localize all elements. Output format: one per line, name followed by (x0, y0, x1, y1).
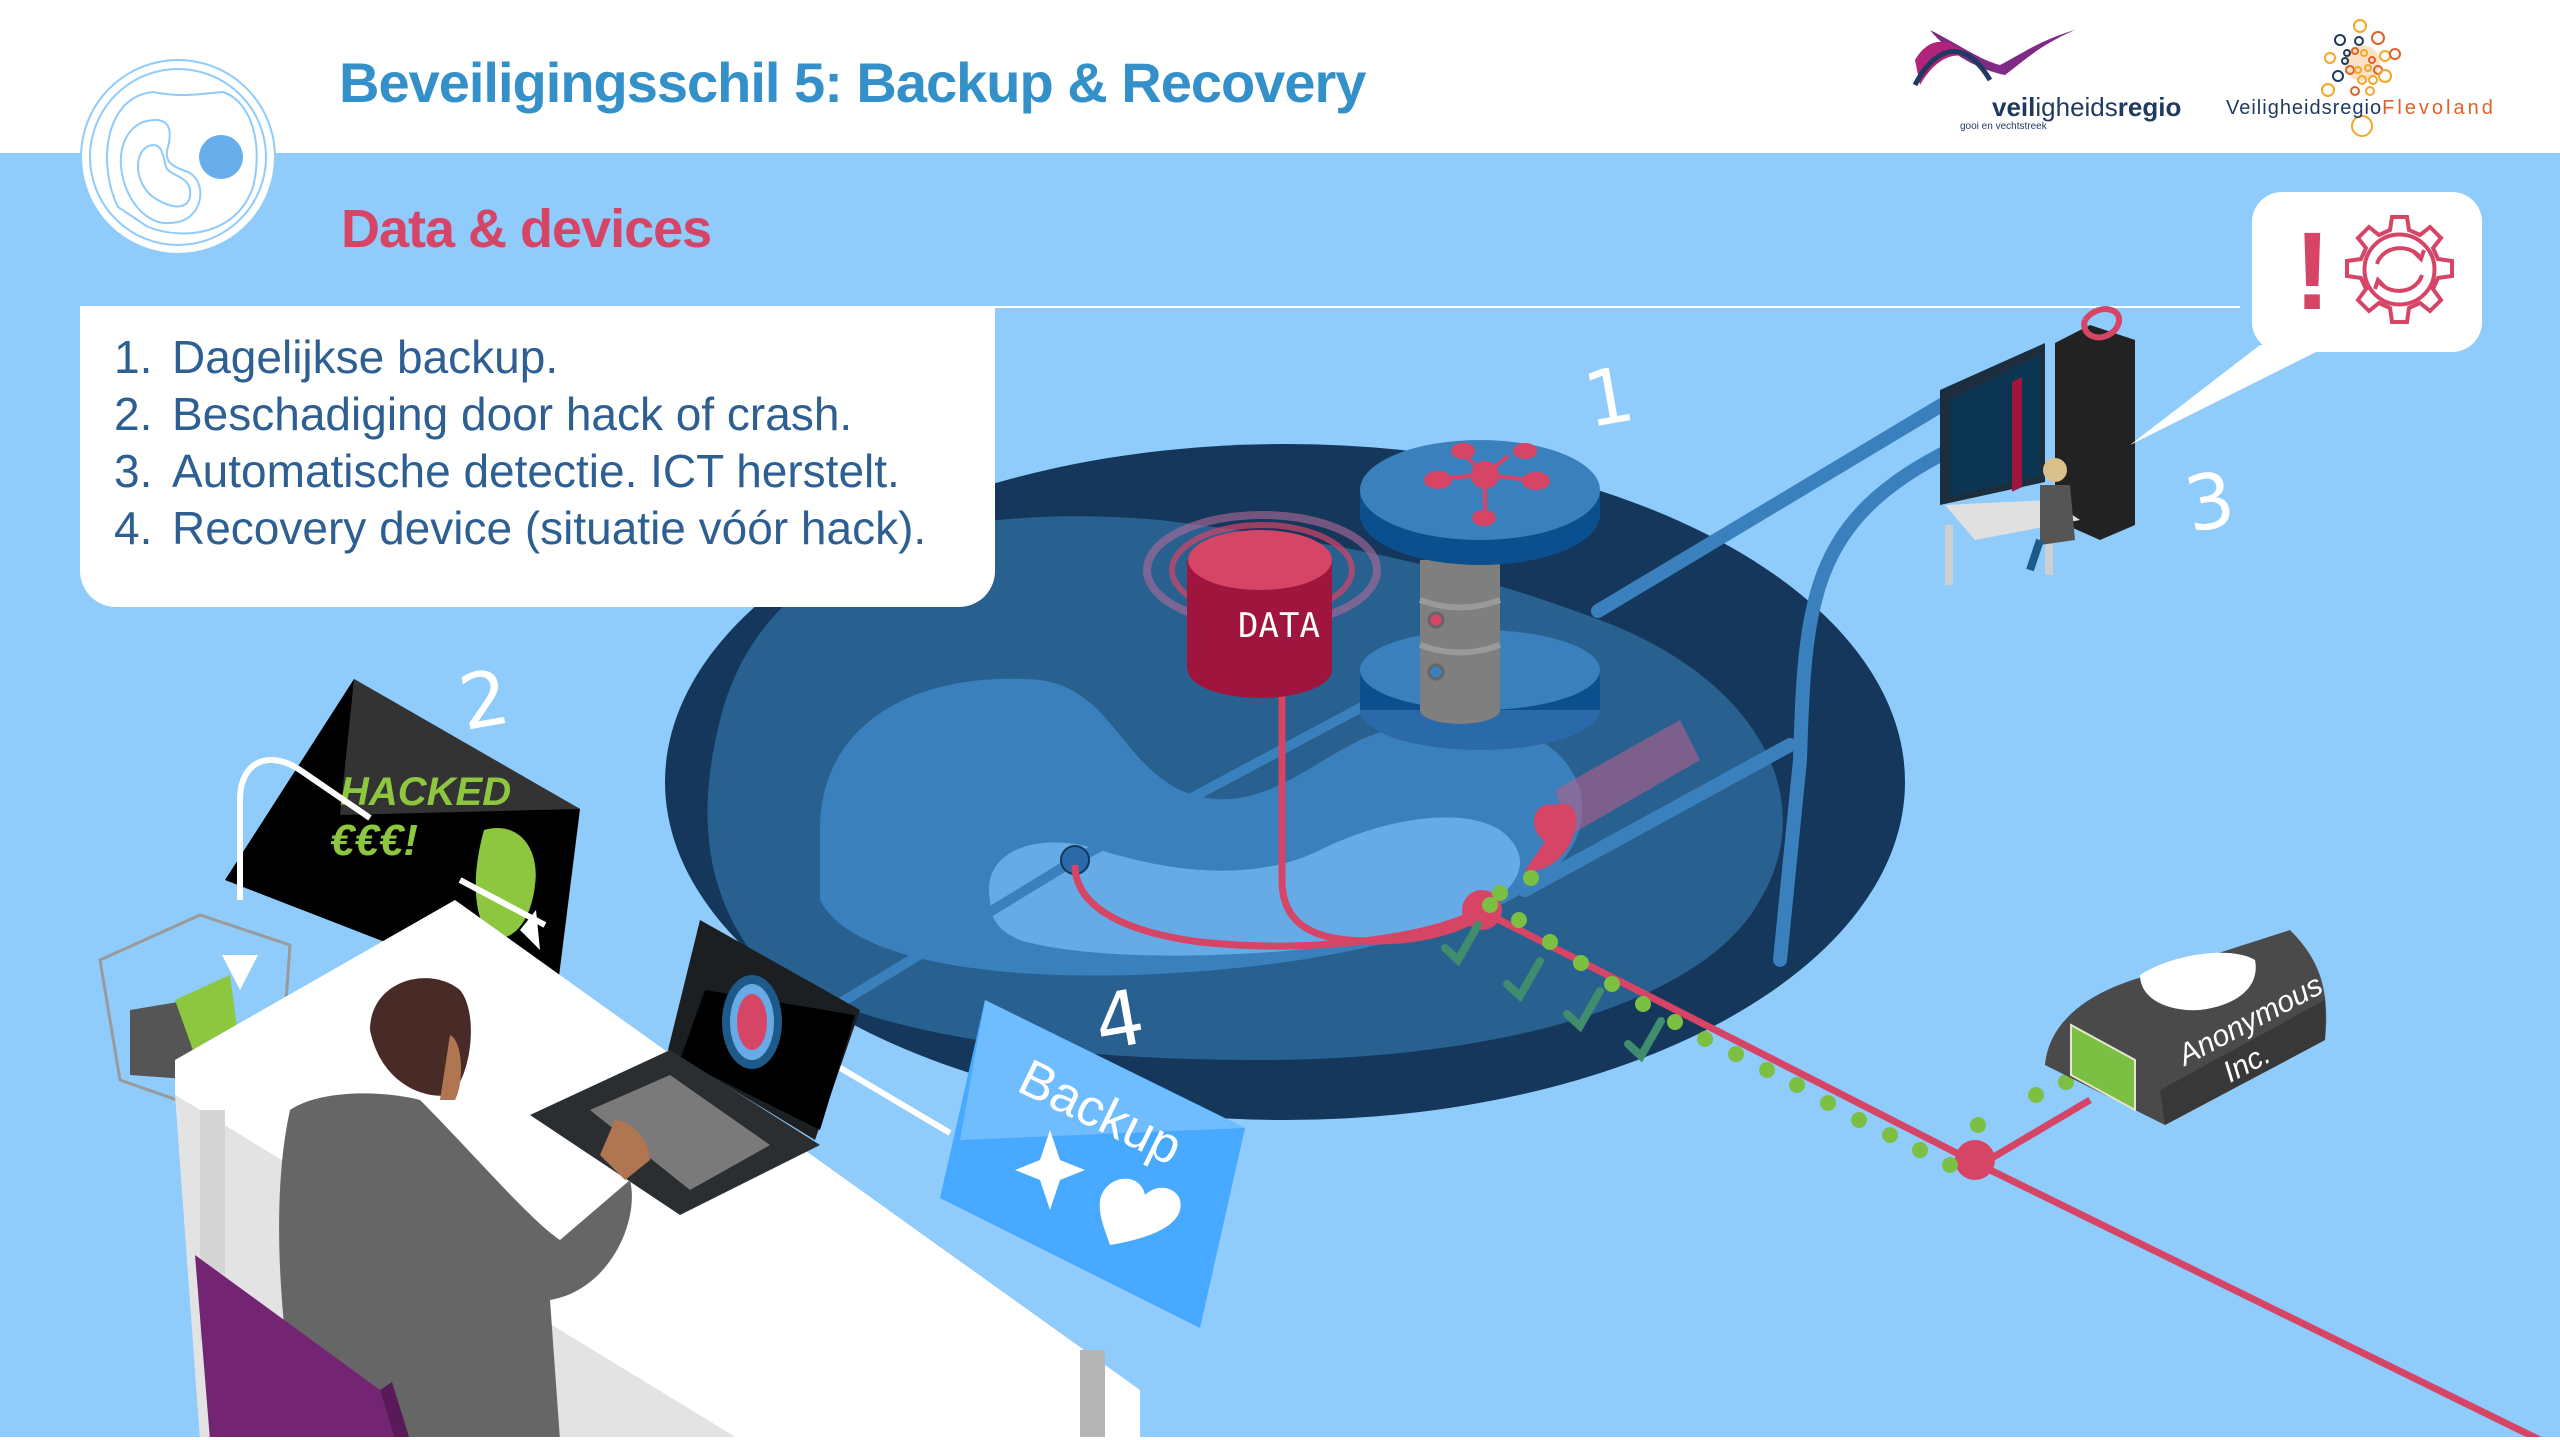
ransom-label: €€€! (330, 816, 418, 865)
step-marker-3: 3 (2178, 454, 2241, 550)
section-divider (80, 306, 2240, 308)
check-icon (1441, 921, 1482, 967)
heart-icon (1099, 1178, 1181, 1245)
steps-list-panel: 1.Dagelijkse backup. 2.Beschadiging door… (80, 307, 995, 607)
veiligheidsregio-gooi-logo-icon (1912, 30, 2075, 87)
person-at-desk-icon (279, 978, 650, 1440)
junction-node-icon (1955, 1140, 1995, 1180)
backup-card-icon (940, 1000, 1245, 1328)
step-item: 3.Automatische detectie. ICT herstelt. (114, 445, 900, 497)
footer-line (0, 1437, 2560, 1440)
page-title: Beveiligingsschil 5: Backup & Recovery (339, 51, 1366, 114)
alert-exclamation-icon: ! (2294, 210, 2331, 333)
pacman-malware-icon (1525, 720, 1700, 871)
header-band (0, 0, 2560, 153)
speech-bubble-tail (2130, 345, 2330, 445)
check-icon (1503, 957, 1544, 1003)
gear-refresh-icon (2345, 215, 2454, 324)
check-icon (1563, 987, 1604, 1033)
step-item: 1.Dagelijkse backup. (114, 331, 559, 383)
check-icon (1624, 1017, 1665, 1063)
step-item: 2.Beschadiging door hack of crash. (114, 388, 853, 440)
veiligheidsregio-flevoland-logo-icon (2321, 19, 2401, 137)
hacked-label: HACKED (340, 770, 511, 814)
chair-icon (195, 1255, 410, 1440)
sparkle-icon (1015, 1130, 1085, 1210)
ict-workstation-icon (1940, 306, 2135, 585)
circle-logo-icon (80, 59, 276, 255)
veiligheidsregio-gooi-logo-subtext: gooi en vechtstreek (1960, 121, 2047, 132)
steps-list: 1.Dagelijkse backup. 2.Beschadiging door… (80, 307, 995, 557)
step-marker-1: 1 (1577, 349, 1640, 445)
arrow-icon (520, 910, 540, 950)
veiligheidsregio-flevoland-logo-text: VeiligheidsregioFlevoland (2226, 97, 2496, 119)
data-cylinder-icon (1143, 511, 1381, 698)
step-marker-2: 2 (453, 652, 516, 748)
veiligheidsregio-gooi-logo-text: veiligheidsregio (1992, 92, 2182, 122)
section-subtitle: Data & devices (341, 199, 712, 259)
server-database-icon (1360, 440, 1600, 750)
laptop-icon (530, 920, 860, 1215)
check-marks (1441, 921, 1665, 1063)
alert-speech-bubble (2252, 192, 2482, 352)
arrow-down-icon (222, 955, 258, 990)
anonymous-inc-building-icon (2045, 930, 2327, 1125)
data-leak-dots (1482, 870, 2074, 1173)
data-label: DATA (1238, 606, 1320, 646)
step-item: 4.Recovery device (situatie vóór hack). (114, 502, 927, 554)
